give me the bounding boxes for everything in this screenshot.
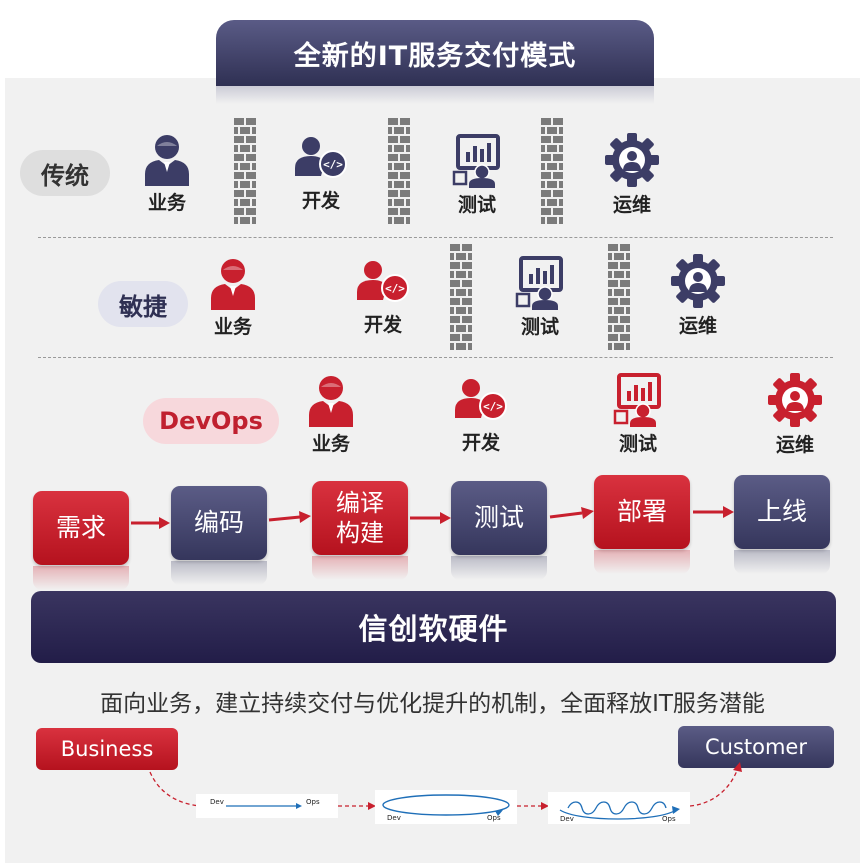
ops-label: Ops	[662, 815, 676, 823]
business-user-icon	[211, 259, 255, 310]
pipeline-step-testing: 测试	[451, 481, 547, 555]
role-ops: 运维	[755, 372, 835, 457]
ops-gear-icon	[768, 373, 822, 427]
dev-ops-linear: Dev Ops	[196, 794, 338, 818]
step-reflection	[594, 550, 690, 574]
row-label-traditional: 传统	[20, 150, 110, 196]
step-reflection	[451, 556, 547, 580]
ops-label: Ops	[306, 798, 320, 806]
ops-label: Ops	[487, 814, 501, 822]
role-label: 运维	[678, 315, 717, 337]
arrow-right-icon	[410, 512, 451, 524]
svg-text:</>: </>	[323, 158, 343, 171]
role-label: 测试	[457, 194, 496, 216]
tester-icon	[613, 373, 661, 427]
pipeline-step-label: 编码	[193, 508, 244, 538]
title-shadow	[216, 86, 654, 104]
step-reflection	[171, 561, 267, 585]
brick-wall-icon	[450, 244, 472, 352]
svg-text:</>: </>	[385, 282, 405, 295]
dev-ops-continuous-loop: Dev Ops	[548, 792, 690, 824]
pipeline-step-requirements: 需求	[33, 491, 129, 565]
step-reflection	[33, 566, 129, 590]
row-divider	[38, 357, 833, 358]
row-label-agile: 敏捷	[98, 281, 188, 327]
dev-ops-loop: Dev Ops	[375, 790, 517, 824]
foundation-bar: 信创软硬件	[31, 591, 836, 663]
role-developer: </> 开发	[343, 258, 423, 337]
tester-icon	[515, 256, 563, 310]
step-reflection	[734, 550, 830, 574]
pipeline-step-label: 部署	[616, 497, 667, 527]
role-business: 业务	[193, 256, 273, 339]
dev-label: Dev	[210, 798, 224, 806]
brick-wall-icon	[608, 244, 630, 352]
row-divider	[38, 237, 833, 238]
role-tester: 测试	[598, 373, 678, 456]
role-business: 业务	[291, 373, 371, 456]
brick-wall-icon	[388, 118, 410, 226]
role-label: 开发	[301, 190, 340, 212]
role-ops: 运维	[592, 132, 672, 217]
step-reflection	[312, 556, 408, 580]
pipeline-step-release: 上线	[734, 475, 830, 549]
pipeline-step-deploy: 部署	[594, 475, 690, 549]
tester-icon	[452, 134, 500, 188]
pipeline-step-label: 需求	[55, 513, 106, 543]
role-developer: </> 开发	[441, 376, 521, 455]
customer-box: Customer	[678, 726, 834, 768]
business-box: Business	[36, 728, 178, 770]
pipeline-step-build: 编译 构建	[312, 481, 408, 555]
role-label: 业务	[213, 316, 252, 338]
role-label: 运维	[775, 434, 814, 456]
pipeline-step-label: 编译 构建	[336, 489, 384, 547]
developer-icon: </>	[295, 137, 347, 178]
arrow-right-icon	[131, 517, 170, 529]
role-ops: 运维	[658, 253, 738, 338]
pipeline-step-label: 测试	[473, 503, 524, 533]
pipeline-step-label: 上线	[756, 497, 807, 527]
developer-icon: </>	[357, 261, 409, 302]
pipeline-step-coding: 编码	[171, 486, 267, 560]
role-label: 开发	[363, 314, 402, 336]
developer-icon: </>	[455, 379, 507, 420]
brick-wall-icon	[541, 118, 563, 226]
role-label: 业务	[147, 192, 186, 214]
role-business: 业务	[127, 132, 207, 215]
ops-gear-icon	[671, 254, 725, 308]
arrow-right-icon	[693, 506, 734, 518]
svg-text:</>: </>	[483, 400, 503, 413]
role-label: 开发	[461, 432, 500, 454]
ops-gear-icon	[605, 133, 659, 187]
business-user-icon	[145, 135, 189, 186]
role-label: 业务	[311, 433, 350, 455]
role-label: 运维	[612, 194, 651, 216]
role-developer: </> 开发	[281, 134, 361, 213]
page-title: 全新的IT服务交付模式	[216, 20, 654, 86]
dev-label: Dev	[387, 814, 401, 822]
role-tester: 测试	[500, 256, 580, 339]
row-label-devops: DevOps	[143, 398, 279, 444]
dev-label: Dev	[560, 815, 574, 823]
business-user-icon	[309, 376, 353, 427]
role-tester: 测试	[437, 134, 517, 217]
role-label: 测试	[520, 316, 559, 338]
role-label: 测试	[618, 433, 657, 455]
tagline: 面向业务，建立持续交付与优化提升的机制，全面释放IT服务潜能	[100, 691, 765, 717]
brick-wall-icon	[234, 118, 256, 226]
arrow-right-icon	[268, 511, 311, 523]
arrow-right-icon	[549, 507, 594, 519]
